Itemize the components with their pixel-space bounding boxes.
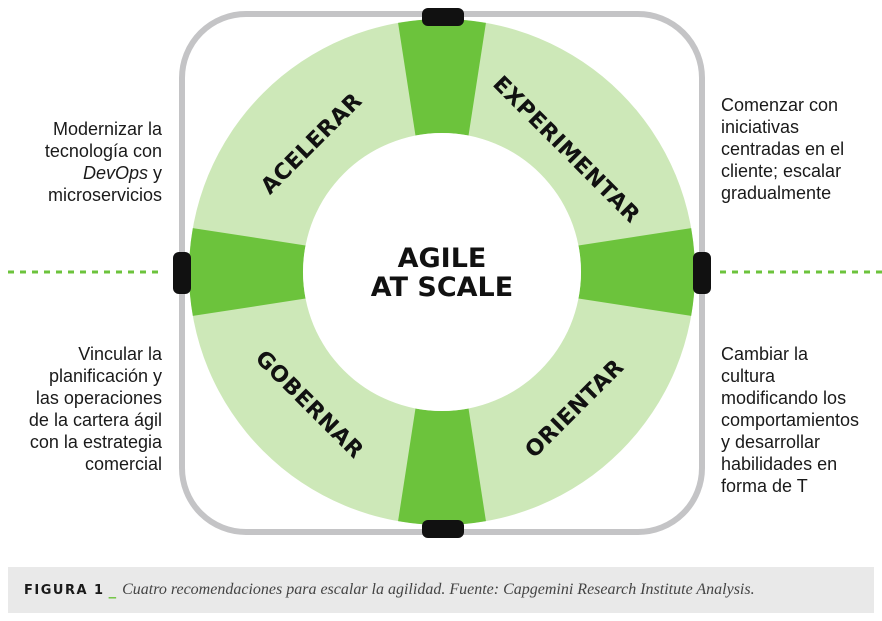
caption-bar: FIGURA 1 _ Cuatro recomendaciones para e… [8,567,874,613]
center-title-line1: AGILE [398,243,487,274]
ring-hole [303,133,581,411]
strap-bottom [422,520,464,538]
note-top-left-devops: DevOps [82,163,148,183]
caption-text: Cuatro recomendaciones para escalar la a… [122,581,755,598]
caption-separator: _ [108,581,117,599]
band-right [578,228,695,316]
note-bottom-right: Cambiar la cultura modificando los compo… [721,344,860,496]
strap-top [422,8,464,26]
band-left [189,228,306,316]
note-top-left-text-2: y microservicios [47,163,162,205]
band-top [398,18,486,136]
strap-left [173,252,191,294]
strap-right [693,252,711,294]
note-top-left-text-1: Modernizar la tecnología con [44,119,162,161]
note-top-left: Modernizar la tecnología con DevOps y mi… [45,118,162,206]
note-bottom-left: Vincular la planificación y las operacio… [28,344,162,474]
caption-label: FIGURA 1 [24,582,105,598]
lifebuoy-diagram: ACELERAR EXPERIMENTAR GOBERNAR ORIENTAR … [8,8,882,538]
note-top-right: Comenzar con iniciativas centradas en el… [721,95,845,203]
band-bottom [398,408,486,526]
center-title-line2: AT SCALE [371,272,513,303]
